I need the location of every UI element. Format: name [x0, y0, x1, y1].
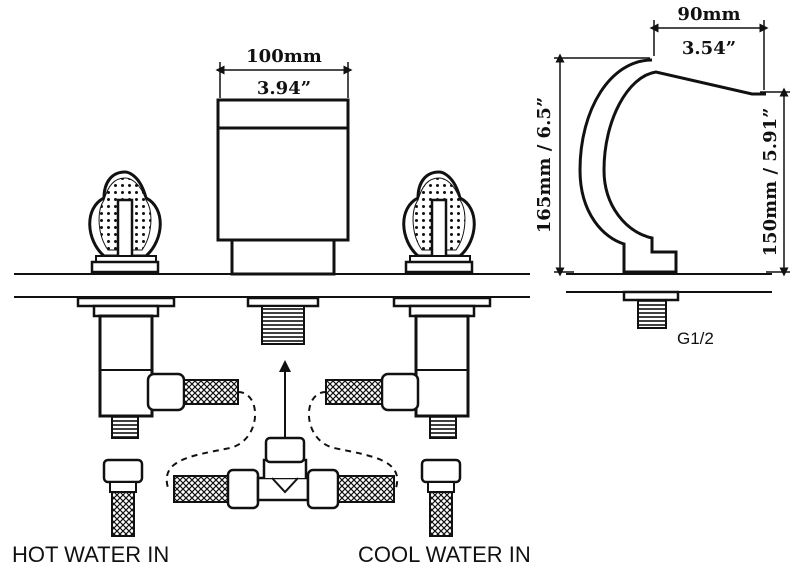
hot-valve-body — [76, 296, 239, 439]
spout-shank — [246, 296, 320, 345]
cool-supply-hose — [420, 458, 462, 537]
total-height: 165mm / 6.5” — [534, 97, 555, 233]
hose-paths — [165, 360, 399, 489]
hot-handle — [88, 170, 162, 274]
spout-front — [216, 98, 350, 276]
side-width-mm: 90mm — [677, 4, 740, 25]
side-width-dimension: 90mm 3.54” — [649, 4, 769, 90]
cool-valve-body — [325, 296, 492, 439]
hot-supply-hose — [102, 458, 144, 537]
spout-width-dimension: 100mm 3.94” — [215, 46, 353, 99]
spout-height-dimension: 150mm / 5.91” — [760, 87, 790, 277]
tee-connector — [173, 436, 395, 510]
total-height-dimension: 165mm / 6.5” — [534, 53, 650, 277]
spout-side-view — [578, 58, 766, 329]
thread-label: G1/2 — [677, 329, 714, 348]
spout-width-mm: 100mm — [246, 46, 322, 67]
cool-water-label: COOL WATER IN — [358, 542, 531, 567]
spout-height: 150mm / 5.91” — [760, 108, 781, 257]
spout-width-in: 3.94” — [257, 78, 311, 99]
hot-water-label: HOT WATER IN — [12, 542, 169, 567]
side-width-in: 3.54” — [682, 38, 736, 59]
cool-handle — [402, 170, 476, 274]
